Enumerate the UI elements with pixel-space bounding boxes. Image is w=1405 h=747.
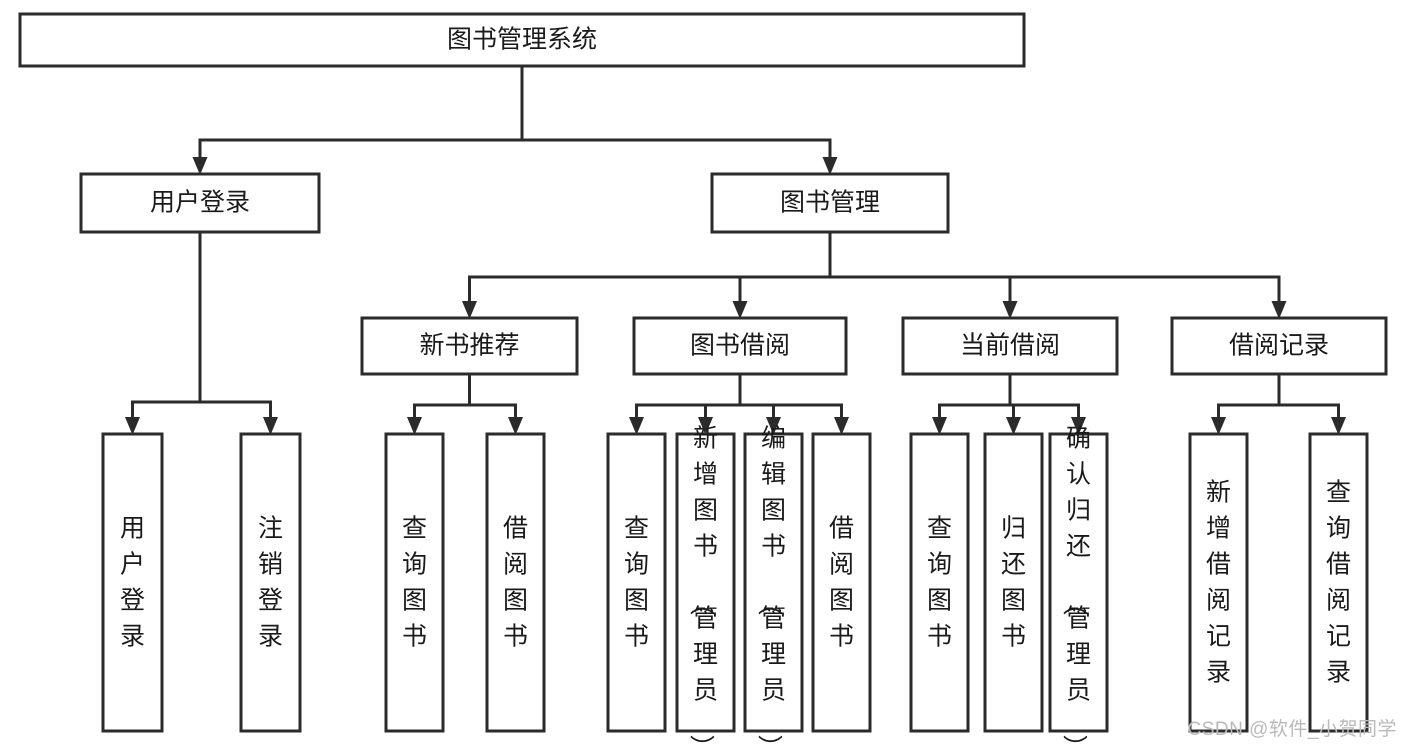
node-box-leaf-borrow-book-1[interactable]: [485, 432, 546, 733]
node-box-leaf-edit-book[interactable]: [743, 432, 804, 733]
node-leaf-return-book[interactable]: 归还图书: [983, 432, 1044, 733]
node-label-leaf-add-record: 新增借阅记录: [1206, 479, 1231, 687]
node-box-leaf-query-book-1[interactable]: [384, 432, 445, 733]
arrow-head-icon: [1002, 301, 1018, 319]
arrow-head-icon: [822, 157, 838, 175]
edges-layer: [125, 66, 1346, 435]
arrow-head-icon: [1271, 301, 1287, 319]
connector-new-book-rec-to-leaf-query-book-1: [407, 374, 471, 435]
connector-new-book-rec-to-leaf-borrow-book-1: [468, 374, 523, 435]
arrow-head-icon: [462, 301, 477, 319]
node-box-book-manage[interactable]: [710, 172, 950, 234]
node-label-leaf-add-book: 新增图书（管理员）: [687, 425, 718, 747]
node-box-leaf-query-book-3[interactable]: [909, 432, 970, 733]
node-leaf-query-book-3[interactable]: 查询图书: [909, 432, 970, 733]
node-book-borrow[interactable]: 图书借阅: [632, 316, 848, 376]
node-label-book-manage: 图书管理: [780, 189, 880, 217]
node-book-manage[interactable]: 图书管理: [710, 172, 950, 234]
node-label-book-borrow: 图书借阅: [690, 332, 790, 360]
arrow-head-icon: [125, 417, 140, 435]
connector-root-to-user-login: [192, 66, 524, 175]
node-label-current-borrow: 当前借阅: [960, 332, 1060, 360]
connector-borrow-record-to-leaf-query-record: [1277, 374, 1346, 435]
node-leaf-query-book-1[interactable]: 查询图书: [384, 432, 445, 733]
arrow-head-icon: [732, 301, 748, 319]
node-leaf-borrow-book-2[interactable]: 借阅图书: [811, 432, 872, 733]
arrow-head-icon: [1331, 417, 1346, 435]
node-label-leaf-logout: 注销登录: [258, 515, 283, 651]
connector-current-borrow-to-leaf-query-book-3: [932, 374, 1012, 435]
arrow-head-icon: [834, 417, 849, 435]
node-box-leaf-logout[interactable]: [239, 432, 302, 733]
node-label-new-book-rec: 新书推荐: [419, 332, 519, 360]
node-label-leaf-borrow-book-1: 借阅图书: [503, 515, 528, 651]
node-leaf-user-login[interactable]: 用户登录: [101, 432, 164, 733]
node-label-leaf-return-book: 归还图书: [1001, 515, 1026, 651]
node-box-leaf-user-login[interactable]: [101, 432, 164, 733]
node-label-leaf-user-login: 用户登录: [120, 515, 145, 651]
node-leaf-query-book-2[interactable]: 查询图书: [606, 432, 667, 733]
node-leaf-edit-book[interactable]: 编辑图书（管理员）: [743, 425, 804, 747]
arrow-head-icon: [192, 157, 208, 175]
connector-root-to-book-manage: [520, 66, 838, 175]
node-box-user-login[interactable]: [79, 172, 321, 234]
arrow-head-icon: [1006, 417, 1021, 435]
node-box-leaf-add-book[interactable]: [675, 432, 736, 733]
connector-user-login-to-leaf-logout: [198, 232, 278, 435]
node-label-leaf-query-book-2: 查询图书: [624, 515, 649, 651]
node-label-leaf-query-book-1: 查询图书: [402, 515, 427, 651]
node-box-leaf-query-record[interactable]: [1308, 432, 1369, 733]
node-box-leaf-confirm-return[interactable]: [1048, 432, 1109, 733]
node-label-leaf-confirm-return: 确认归还（管理员）: [1060, 425, 1091, 747]
node-borrow-record[interactable]: 借阅记录: [1170, 316, 1388, 376]
node-label-borrow-record: 借阅记录: [1229, 332, 1329, 360]
node-leaf-confirm-return[interactable]: 确认归还（管理员）: [1048, 425, 1109, 747]
node-leaf-add-book[interactable]: 新增图书（管理员）: [675, 425, 736, 747]
arrow-head-icon: [629, 417, 644, 435]
arrow-head-icon: [698, 417, 713, 435]
node-current-borrow[interactable]: 当前借阅: [901, 316, 1119, 376]
node-leaf-add-record[interactable]: 新增借阅记录: [1188, 432, 1249, 733]
node-box-root[interactable]: [18, 12, 1026, 68]
node-leaf-borrow-book-1[interactable]: 借阅图书: [485, 432, 546, 733]
node-leaf-query-record[interactable]: 查询借阅记录: [1308, 432, 1369, 733]
arrow-head-icon: [1071, 417, 1086, 435]
node-user-login[interactable]: 用户登录: [79, 172, 321, 234]
node-label-root: 图书管理系统: [447, 26, 597, 54]
node-box-book-borrow[interactable]: [632, 316, 848, 376]
node-label-user-login: 用户登录: [150, 189, 250, 217]
arrow-head-icon: [407, 417, 422, 435]
connector-current-borrow-to-leaf-confirm-return: [1008, 374, 1086, 435]
node-label-leaf-borrow-book-2: 借阅图书: [829, 515, 854, 651]
arrow-head-icon: [1211, 417, 1226, 435]
arrow-head-icon: [932, 417, 947, 435]
arrow-head-icon: [766, 417, 781, 435]
nodes-layer: 图书管理系统用户登录图书管理新书推荐图书借阅当前借阅借阅记录用户登录注销登录查询…: [18, 12, 1388, 747]
arrow-head-icon: [508, 417, 523, 435]
connector-book-manage-to-borrow-record: [828, 232, 1287, 319]
node-root[interactable]: 图书管理系统: [18, 12, 1026, 68]
connector-book-borrow-to-leaf-borrow-book-2: [738, 374, 849, 435]
node-label-leaf-query-record: 查询借阅记录: [1326, 479, 1351, 687]
node-box-current-borrow[interactable]: [901, 316, 1119, 376]
connector-borrow-record-to-leaf-add-record: [1211, 374, 1281, 435]
node-box-borrow-record[interactable]: [1170, 316, 1388, 376]
node-leaf-logout[interactable]: 注销登录: [239, 432, 302, 733]
node-label-leaf-query-book-3: 查询图书: [927, 515, 952, 651]
node-box-leaf-return-book[interactable]: [983, 432, 1044, 733]
arrow-head-icon: [263, 417, 278, 435]
node-label-leaf-edit-book: 编辑图书（管理员）: [755, 425, 786, 747]
node-box-leaf-query-book-2[interactable]: [606, 432, 667, 733]
connector-book-manage-to-book-borrow: [732, 232, 832, 319]
node-box-leaf-add-record[interactable]: [1188, 432, 1249, 733]
node-new-book-rec[interactable]: 新书推荐: [360, 316, 579, 376]
connector-user-login-to-leaf-user-login: [125, 232, 202, 435]
node-box-new-book-rec[interactable]: [360, 316, 579, 376]
node-box-leaf-borrow-book-2[interactable]: [811, 432, 872, 733]
